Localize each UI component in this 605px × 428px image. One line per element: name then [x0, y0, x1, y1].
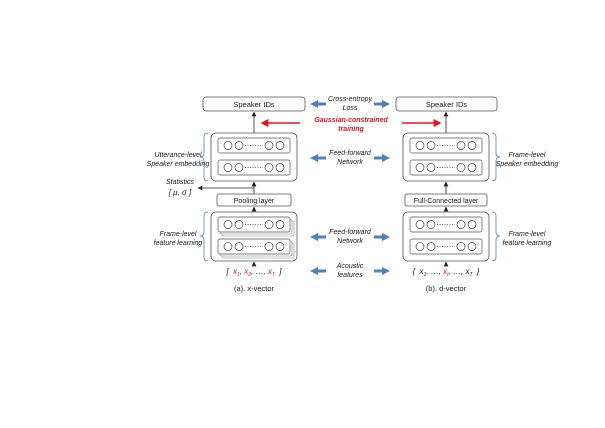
d-side-top-line1: Frame-level	[509, 152, 546, 159]
x-pooling-layer-label: Pooling layer	[234, 198, 275, 205]
d-vector-diagram: Speaker IDs Frame-level Speaker embeddin…	[395, 96, 559, 293]
loss-line2: Loss	[343, 105, 358, 112]
acoustic-line2: features	[337, 272, 363, 279]
loss-double-arrow	[310, 100, 390, 108]
ffn-top-line2: Network	[337, 159, 363, 166]
x-side-bottom-line2: feature learning	[154, 240, 203, 247]
x-frame-brace	[199, 211, 209, 262]
d-frame-layer-2-nodes	[415, 242, 477, 251]
ffn-bottom-line2: Network	[337, 238, 363, 245]
x-speaker-ids-box	[202, 96, 306, 112]
d-frame-layer-2	[409, 238, 483, 255]
x-frame-layer-1-stack	[217, 216, 295, 237]
x-side-top-line1: Utterance-level	[154, 152, 202, 159]
acoustic-line1: Acoustic	[336, 263, 364, 270]
d-side-top-line2: Speaker embedding	[496, 161, 559, 168]
d-side-bottom-line2: feature learning	[503, 240, 552, 247]
ffn-top-double-arrow	[310, 154, 390, 162]
ffn-top-line1: Feed-forward	[329, 150, 372, 157]
d-frame-layer-1	[409, 216, 483, 233]
x-embedding-layer-1	[217, 137, 291, 154]
d-input-sequence: { x1, …, xt, …, xT }	[413, 267, 480, 278]
x-vector-diagram: Speaker IDs Utterance-level Speaker embe…	[147, 96, 306, 293]
x-embedding-layer-2	[217, 159, 291, 176]
d-frame-brace	[491, 211, 501, 262]
ffn-bottom-line1: Feed-forward	[329, 229, 372, 236]
d-embedding-layer-2	[409, 159, 483, 176]
d-embedding-layer-1-nodes	[415, 141, 477, 150]
d-speaker-ids-box	[395, 96, 498, 112]
x-speaker-ids-label: Speaker IDs	[233, 100, 275, 109]
x-statistics-symbol: [ μ, σ ]	[168, 188, 192, 197]
x-embedding-brace	[199, 132, 209, 182]
x-pooling-layer-box	[216, 193, 292, 207]
d-embedding-brace	[491, 132, 501, 182]
acoustic-double-arrow	[310, 267, 390, 275]
loss-line1: Cross-entropy	[328, 96, 372, 103]
x-embedding-layer-2-nodes	[223, 163, 285, 172]
x-side-bottom-line1: Frame-level	[160, 231, 197, 238]
x-frame-layer-2-stack	[217, 238, 295, 259]
gaussian-line2: training	[338, 126, 364, 133]
d-embedding-layer-1	[409, 137, 483, 154]
d-frame-layer-1-nodes	[415, 220, 477, 229]
middle-column: Cross-entropy Loss Gaussian-constrained …	[260, 96, 442, 279]
d-vector-caption: (b). d-vector	[426, 284, 467, 293]
x-input-sequence: [ x1, x2, …, xT ]	[226, 267, 283, 278]
x-vector-caption: (a). x-vector	[234, 284, 275, 293]
d-fc-layer-box	[404, 193, 488, 207]
x-embedding-layer-1-nodes	[223, 141, 285, 150]
d-side-bottom-line1: Frame-level	[509, 231, 546, 238]
d-embedding-layer-2-nodes	[415, 163, 477, 172]
ffn-bottom-double-arrow	[310, 233, 390, 241]
x-side-top-line2: Speaker embedding	[147, 161, 210, 168]
gaussian-line1: Gaussian-constrained	[314, 117, 388, 124]
gaussian-label-bg	[300, 116, 402, 134]
d-fc-layer-label: Full-Connected layer	[414, 198, 479, 205]
x-statistics-label: Statistics	[166, 179, 195, 186]
d-speaker-ids-label: Speaker IDs	[426, 100, 468, 109]
